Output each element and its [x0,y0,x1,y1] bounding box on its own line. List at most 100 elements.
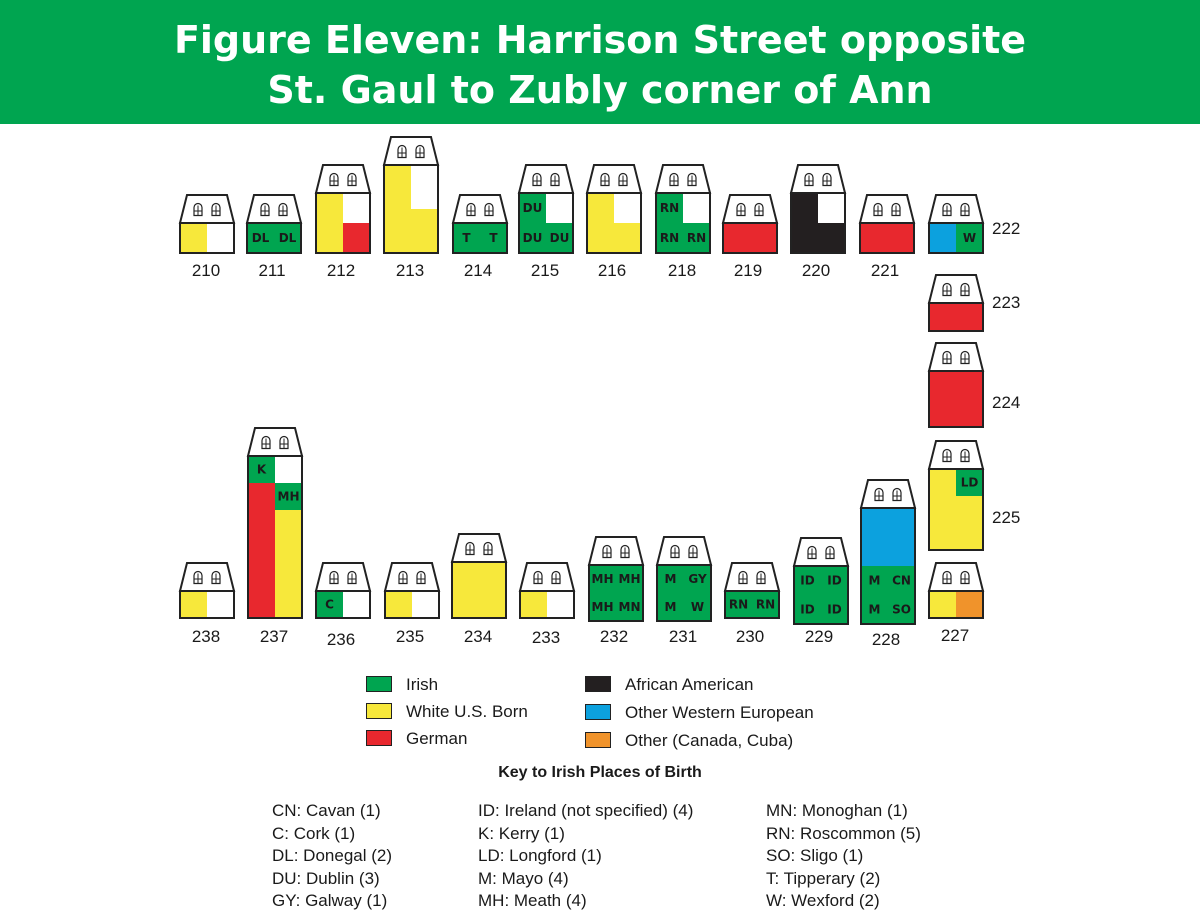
household-cell-german [248,537,275,564]
house-233: 233 [518,562,576,647]
household-cell-german [723,223,750,253]
household-cell-irish [519,223,546,253]
household-cell-german [248,564,275,591]
house-number: 236 [327,630,355,649]
house-roof [859,479,917,509]
house-roof [178,562,236,592]
birthplace-code: DL [279,231,297,245]
key-entry: CN: Cavan (1) [272,801,381,820]
birthplace-code: RN [660,231,679,245]
key-entry: GY: Galway (1) [272,891,388,910]
house-roof [927,194,985,224]
household-cell-white_us [316,223,343,253]
household-cell-empty [411,165,438,209]
household-cell-irish [316,591,343,618]
key-entry: M: Mayo (4) [478,868,569,888]
birthplace-code: GY [688,572,707,586]
household-cell-white_us [479,590,506,618]
household-cell-irish [248,456,275,483]
household-cell-irish [888,566,915,595]
house-number: 224 [992,393,1020,412]
house-roof [654,164,712,194]
household-cell-white_us [384,209,411,253]
house-number: 216 [598,261,626,280]
household-cell-german [248,591,275,618]
household-cell-german [860,223,887,253]
household-cell-irish [589,593,616,621]
household-cell-other [956,591,983,618]
household-cell-irish [794,566,821,595]
household-cell-white_us [614,223,641,253]
household-cell-other_western_european [929,223,956,253]
house-roof [178,194,236,224]
house-roof [721,194,779,224]
house-number: 212 [327,261,355,280]
household-cell-irish [888,595,915,624]
house-number: 227 [941,626,969,645]
household-cell-white_us [587,193,614,223]
house-number: 219 [734,261,762,280]
household-cell-empty [546,193,573,223]
household-cell-german [929,303,956,331]
birthplace-code: C [325,598,334,612]
key-entry: W: Wexford (2) [766,891,880,910]
household-cell-irish [275,483,302,510]
household-cell-empty [547,591,574,618]
birthplace-code: M [869,574,881,588]
legend-label: Irish [406,675,439,694]
household-cell-irish [453,223,480,253]
household-cell-other_western_european [861,508,888,537]
household-cell-white_us [411,209,438,253]
household-cell-white_us [384,165,411,209]
birthplace-code: MN [619,600,641,614]
house-number: 210 [192,261,220,280]
household-cell-irish [247,223,274,253]
household-cell-german [248,483,275,510]
household-cell-white_us [956,523,983,550]
household-cell-irish [684,593,711,621]
household-cell-irish [956,469,983,496]
house-roof [518,562,576,592]
household-cell-white_us [929,591,956,618]
house-number: 223 [992,293,1020,312]
household-cell-white_us [956,496,983,523]
legend-label: German [406,729,468,748]
house-roof [789,164,847,194]
legend-swatch [366,676,392,692]
birthplace-code: MH [592,600,614,614]
household-cell-irish [589,565,616,593]
household-cell-white_us [929,469,956,496]
house-number: 235 [396,627,424,646]
birthplace-code: RN [756,598,775,612]
household-cell-empty [614,193,641,223]
house-roof [382,136,440,166]
household-cell-irish [752,591,779,618]
household-cell-german [929,371,956,399]
key-entry: DL: Donegal (2) [272,846,393,865]
household-cell-empty [207,223,234,253]
house-roof [792,537,850,567]
house-212: 212 [314,164,372,280]
house-224: 224 [927,342,1020,428]
house-number: 222 [992,219,1020,238]
birthplace-code: DU [523,231,543,245]
house-roof [245,194,303,224]
house-roof [451,194,509,224]
household-cell-white_us [385,591,412,618]
house-238: 238 [178,562,236,646]
household-cell-white_us [479,562,506,590]
birthplace-code: ID [827,603,841,617]
house-number: 228 [872,630,900,649]
household-cell-german [956,303,983,331]
key-title: Key to Irish Places of Birth [498,764,702,781]
house-roof [927,562,985,592]
household-cell-german [929,399,956,427]
house-220: 220 [789,164,847,280]
house-number: 233 [532,628,560,647]
house-number: 221 [871,261,899,280]
household-cell-irish [861,595,888,624]
birthplace-code: CN [892,574,911,588]
